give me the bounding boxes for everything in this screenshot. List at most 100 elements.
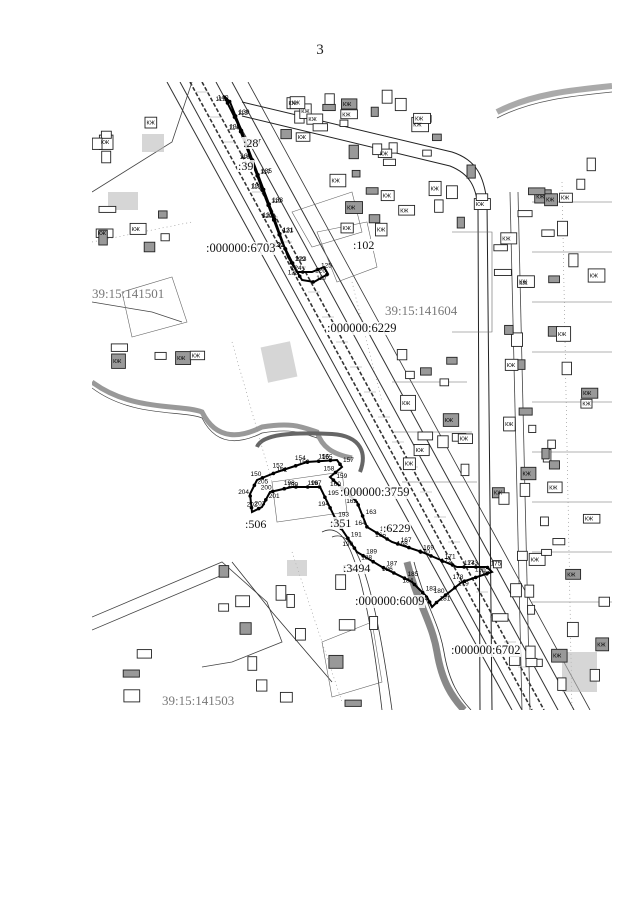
- quarter-label-141501: 39:15:141501: [92, 286, 165, 301]
- building: [345, 201, 363, 214]
- building: [122, 669, 140, 678]
- building: [559, 192, 573, 203]
- survey-point: [282, 486, 287, 491]
- building: [341, 98, 358, 110]
- building: [541, 447, 550, 460]
- building: [582, 513, 601, 524]
- survey-point: [293, 464, 298, 468]
- building-tag: КЖ: [380, 151, 388, 157]
- building-tag: КЖ: [567, 572, 575, 578]
- survey-point: [371, 559, 376, 564]
- building: [541, 229, 555, 237]
- survey-point-label: 117: [260, 169, 271, 176]
- survey-point: [381, 565, 386, 570]
- survey-point-label: 113: [238, 110, 249, 117]
- building-tag: КЖ: [460, 437, 468, 443]
- building-tag: КЖ: [590, 274, 598, 280]
- building: [218, 565, 230, 578]
- building-tag: КЖ: [558, 332, 566, 338]
- survey-point-label: 201: [269, 493, 280, 500]
- survey-points: [225, 99, 490, 605]
- parcel-label-6702: :000000:6702: [450, 643, 522, 657]
- survey-point-label: 132: [263, 212, 274, 219]
- survey-point: [407, 545, 411, 550]
- building: [460, 463, 470, 477]
- building: [324, 93, 335, 106]
- building-tag: КЖ: [546, 198, 554, 204]
- survey-point-label: 185: [408, 571, 419, 578]
- survey-point-label: 190: [342, 541, 353, 548]
- building: [561, 361, 572, 376]
- parcel-label-28: :28: [242, 136, 260, 150]
- building: [111, 353, 126, 369]
- survey-point: [305, 485, 310, 489]
- building: [338, 619, 356, 631]
- building-tag: КЖ: [400, 208, 408, 214]
- building: [493, 268, 512, 276]
- building: [442, 413, 460, 427]
- building: [557, 220, 568, 237]
- building: [517, 275, 535, 288]
- railway: [166, 82, 591, 710]
- survey-point-label: 176: [475, 567, 486, 574]
- building-tag: КЖ: [507, 363, 515, 369]
- building: [372, 143, 383, 156]
- building-tag: КЖ: [549, 485, 557, 491]
- building: [548, 275, 560, 284]
- building: [295, 628, 306, 641]
- building-tag: КЖ: [377, 228, 385, 234]
- building: [402, 457, 416, 471]
- building-tag: КЖ: [301, 109, 309, 115]
- building: [369, 616, 379, 630]
- survey-point: [420, 590, 425, 595]
- parcel-label-6703: :000000:6703: [205, 241, 277, 255]
- building: [541, 548, 552, 556]
- survey-point-label: 183: [426, 586, 437, 593]
- building: [368, 214, 381, 224]
- building-tag: КЖ: [192, 353, 200, 359]
- survey-point-label: 199: [287, 482, 298, 489]
- survey-point-label: 196: [308, 480, 319, 487]
- building: [375, 222, 388, 237]
- building: [160, 233, 170, 242]
- survey-point: [360, 514, 365, 518]
- building: [351, 169, 361, 178]
- survey-point-label: 197: [311, 480, 322, 487]
- building-tag: КЖ: [519, 280, 527, 286]
- survey-point: [375, 531, 379, 535]
- survey-point: [260, 476, 265, 480]
- building: [556, 326, 572, 342]
- survey-point: [271, 471, 276, 476]
- building: [299, 103, 312, 119]
- survey-point: [434, 600, 439, 605]
- building: [517, 210, 533, 218]
- parcel-label-39: :39: [237, 159, 255, 173]
- survey-point: [418, 549, 422, 554]
- survey-point: [443, 593, 448, 597]
- survey-point-label: 184: [402, 577, 413, 584]
- page-number: 3: [316, 42, 324, 58]
- building-tag: КЖ: [553, 654, 561, 660]
- survey-point: [412, 582, 417, 587]
- building: [595, 637, 610, 652]
- building: [218, 603, 230, 612]
- survey-point-label: 194: [318, 501, 329, 508]
- building: [322, 103, 336, 112]
- building-tag: КЖ: [519, 281, 527, 287]
- survey-point-label: 193: [338, 511, 349, 518]
- survey-point: [297, 274, 302, 279]
- road-west: [92, 82, 193, 193]
- survey-point-label: 151: [276, 466, 287, 473]
- survey-point-label: 116: [240, 154, 251, 161]
- survey-point-label: 167: [401, 537, 412, 544]
- survey-point-label: 160: [330, 481, 341, 488]
- survey-point: [352, 546, 357, 550]
- road-west-2: [92, 301, 183, 323]
- building: [420, 367, 432, 376]
- building: [275, 585, 287, 601]
- building-tags: КЖКЖКЖКЖКЖКЖКЖКЖКЖКЖКЖКЖКЖКЖКЖКЖКЖКЖКЖКЖ…: [98, 101, 606, 660]
- building-tag: КЖ: [343, 226, 351, 232]
- cadastral-map[interactable]: 1121131141151161171181191201211221231241…: [92, 82, 612, 710]
- survey-point-label: 169: [423, 544, 434, 551]
- building: [456, 216, 465, 229]
